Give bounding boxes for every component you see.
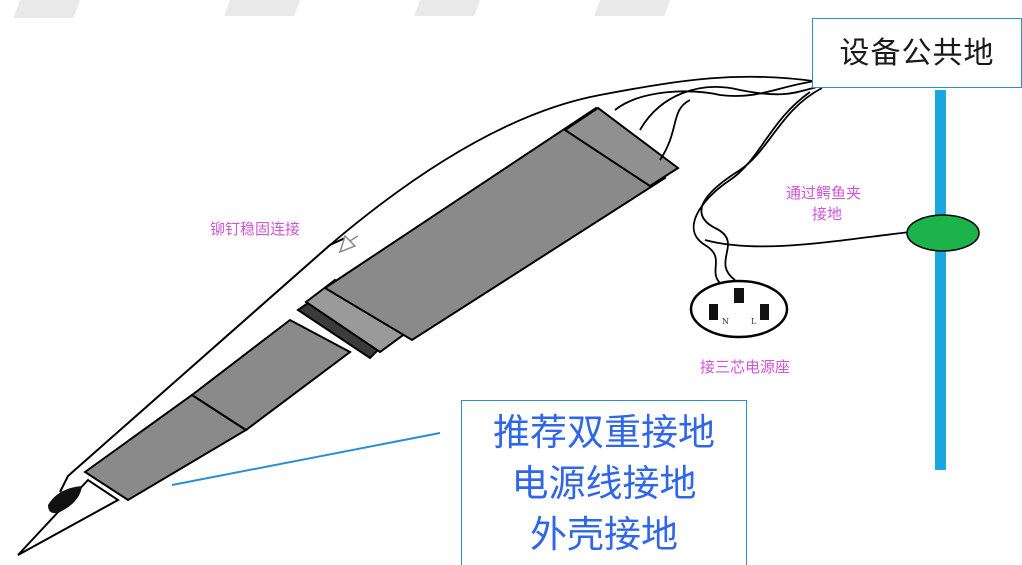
- callout-leader-line: [171, 432, 441, 486]
- iron-rear-cap: [563, 106, 680, 188]
- three-prong-socket: N L: [689, 279, 789, 339]
- clip-label-line-1: 通过鳄鱼夹: [786, 184, 861, 202]
- iron-handle: [323, 106, 667, 342]
- iron-cable-bundle: [329, 75, 911, 291]
- recommend-line-3: 外壳接地: [530, 513, 678, 556]
- tip-solder-blob: [48, 486, 82, 514]
- body-wire: [59, 237, 346, 493]
- iron-section-2: [190, 318, 352, 432]
- rivet-label: 铆钉稳固连接: [210, 220, 300, 238]
- socket-label: 接三芯电源座: [700, 358, 790, 376]
- socket-l-label: L: [751, 317, 757, 326]
- clip-label-line-2: 接地: [812, 205, 842, 223]
- recommendation-callout: 推荐双重接地 电源线接地 外壳接地: [461, 400, 747, 565]
- recommend-line-2: 电源线接地: [511, 462, 697, 505]
- ground-bar: [935, 90, 946, 470]
- alligator-clip: [906, 214, 980, 252]
- recommend-line-1: 推荐双重接地: [493, 411, 715, 454]
- common-ground-callout: 设备公共地: [812, 18, 1022, 88]
- watermark: [13, 0, 670, 18]
- rivet-arrow: [338, 234, 359, 254]
- socket-n-label: N: [722, 317, 729, 326]
- iron-tip: [17, 478, 120, 556]
